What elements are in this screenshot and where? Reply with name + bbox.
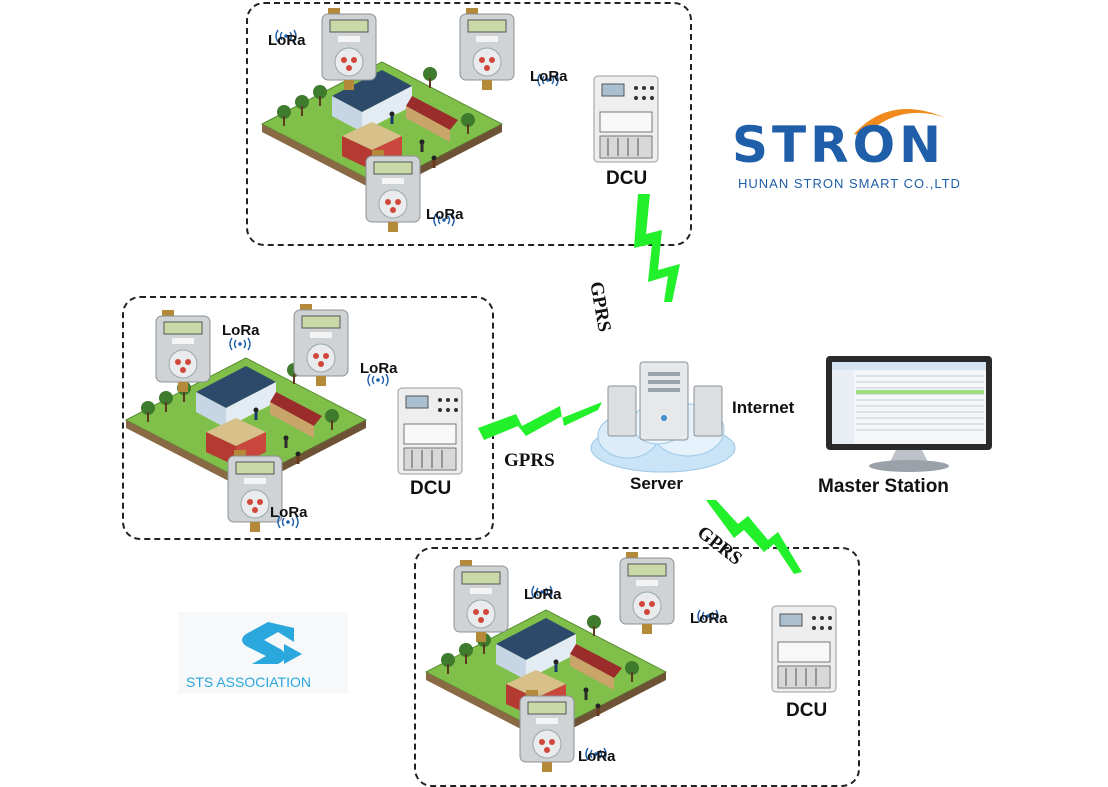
- stron-logo-arc-icon: [854, 109, 946, 136]
- cluster-top: [246, 2, 692, 246]
- sts-logo-icon: [242, 622, 302, 664]
- lightning-bolt-icon: [634, 194, 680, 302]
- lightning-bolt-icon: [706, 500, 802, 574]
- dcu-label: DCU: [786, 700, 828, 721]
- sts-association-label: STS ASSOCIATION: [186, 674, 311, 690]
- dcu-label: DCU: [606, 168, 648, 189]
- internet-label: Internet: [732, 398, 795, 417]
- water-meter-icon: [619, 551, 675, 635]
- company-name: HUNAN STRON SMART CO.,LTD: [738, 176, 961, 191]
- server-label: Server: [630, 474, 683, 493]
- lora-label: LoRa: [530, 68, 568, 85]
- lora-label: LoRa: [524, 586, 562, 603]
- water-meter-icon: [519, 689, 575, 773]
- lora-label: LoRa: [690, 610, 728, 627]
- water-meter-icon: [365, 149, 421, 233]
- water-meter-icon: [459, 7, 515, 91]
- dcu-meter-icon: [593, 75, 659, 163]
- dcu-meter-icon: [397, 387, 463, 475]
- dcu-meter-icon: [771, 605, 837, 693]
- water-meter-icon: [155, 309, 211, 393]
- server-icon: [607, 361, 723, 441]
- lora-label: LoRa: [360, 360, 398, 377]
- water-meter-icon: [321, 7, 377, 91]
- water-meter-icon: [293, 303, 349, 387]
- lora-label: LoRa: [426, 206, 464, 223]
- lora-label: LoRa: [270, 504, 308, 521]
- gprs-label: GPRS: [504, 450, 555, 471]
- cluster-middle: [122, 296, 494, 540]
- dcu-label: DCU: [410, 478, 452, 499]
- master-station-label: Master Station: [818, 476, 949, 497]
- monitor-icon: [826, 356, 992, 472]
- lora-label: LoRa: [578, 748, 616, 765]
- lora-label: LoRa: [268, 32, 306, 49]
- lightning-bolt-icon: [478, 402, 602, 440]
- stron-logo: STRON: [732, 116, 945, 174]
- gprs-label: GPRS: [585, 280, 615, 334]
- water-meter-icon: [453, 559, 509, 643]
- lora-label: LoRa: [222, 322, 260, 339]
